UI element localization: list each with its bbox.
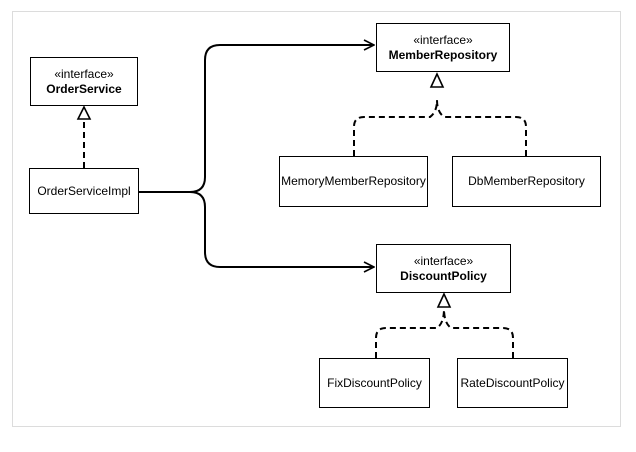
realization-arrowhead-discount-policy — [436, 292, 452, 308]
fix-discount-policy-class[interactable]: FixDiscountPolicy — [319, 358, 430, 408]
member-repository-name: MemberRepository — [388, 47, 498, 62]
association-order-service-impl-to-member-repository — [139, 45, 374, 193]
association-order-service-impl-to-discount-policy — [189, 191, 374, 267]
memory-member-repository-name: MemoryMemberRepository — [281, 174, 426, 188]
order-service-name: OrderService — [46, 81, 122, 96]
realization-memory-member-repository — [353, 99, 438, 156]
db-member-repository-name: DbMemberRepository — [468, 174, 585, 188]
diagram-frame — [12, 11, 621, 427]
order-service-stereotype: «interface» — [54, 66, 114, 81]
order-service-interface[interactable]: «interface» OrderService — [30, 57, 138, 106]
realization-fix-discount-policy — [375, 308, 445, 358]
realization-rate-discount-policy — [443, 308, 514, 358]
realization-arrowhead-member-repository — [429, 72, 445, 88]
discount-policy-stereotype: «interface» — [413, 253, 474, 268]
realization-arrowhead-order-service — [76, 105, 92, 120]
order-service-impl-class[interactable]: OrderServiceImpl — [29, 168, 139, 214]
member-repository-stereotype: «interface» — [413, 32, 473, 47]
rate-discount-policy-name: RateDiscountPolicy — [460, 375, 565, 390]
discount-policy-interface[interactable]: «interface» DiscountPolicy — [376, 244, 511, 293]
order-service-impl-name: OrderServiceImpl — [37, 183, 131, 198]
member-repository-interface[interactable]: «interface» MemberRepository — [376, 23, 510, 72]
realization-db-member-repository — [436, 99, 527, 156]
memory-member-repository-class[interactable]: MemoryMemberRepository — [279, 156, 428, 207]
rate-discount-policy-class[interactable]: RateDiscountPolicy — [457, 358, 568, 408]
discount-policy-name: DiscountPolicy — [400, 268, 487, 283]
fix-discount-policy-name: FixDiscountPolicy — [327, 375, 422, 390]
db-member-repository-class[interactable]: DbMemberRepository — [452, 156, 601, 207]
